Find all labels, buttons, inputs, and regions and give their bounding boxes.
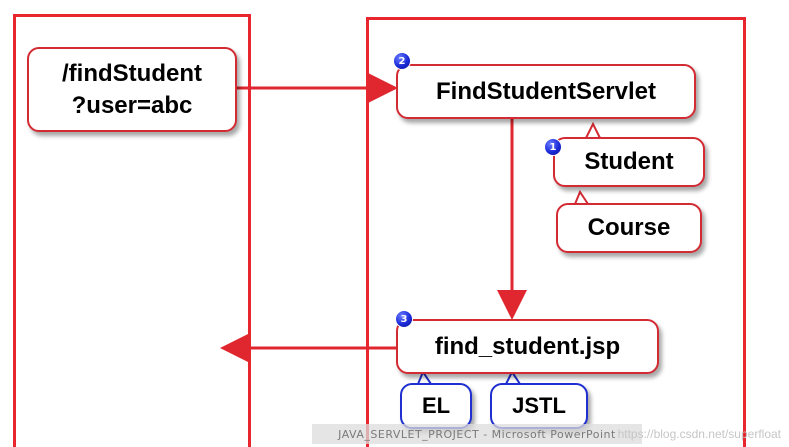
course-label: Course — [587, 214, 671, 241]
student-box: Student — [553, 137, 705, 187]
jsp-box: find_student.jsp — [396, 319, 659, 374]
request-path: /findStudent — [62, 59, 202, 87]
servlet-box: FindStudentServlet — [396, 64, 696, 119]
request-query: ?user=abc — [71, 91, 193, 119]
el-label: EL — [421, 393, 451, 418]
servlet-label: FindStudentServlet — [435, 77, 657, 105]
window-caption: JAVA_SERVLET_PROJECT - Microsoft PowerPo… — [338, 427, 616, 441]
server-panel — [366, 17, 746, 447]
request-url-box: /findStudent ?user=abc — [27, 47, 237, 132]
el-box: EL — [400, 383, 472, 429]
step-badge-2: 2 — [394, 53, 410, 69]
step-badge-3: 3 — [396, 311, 412, 327]
student-label: Student — [584, 148, 674, 175]
jstl-label: JSTL — [512, 393, 566, 418]
client-panel — [13, 14, 251, 447]
window-caption-bar: JAVA_SERVLET_PROJECT - Microsoft PowerPo… — [312, 424, 642, 444]
jstl-box: JSTL — [490, 383, 588, 429]
jsp-label: find_student.jsp — [434, 332, 621, 360]
watermark-text: https://blog.csdn.net/superfloat — [617, 427, 781, 441]
course-box: Course — [556, 203, 702, 253]
step-badge-1: 1 — [545, 139, 561, 155]
